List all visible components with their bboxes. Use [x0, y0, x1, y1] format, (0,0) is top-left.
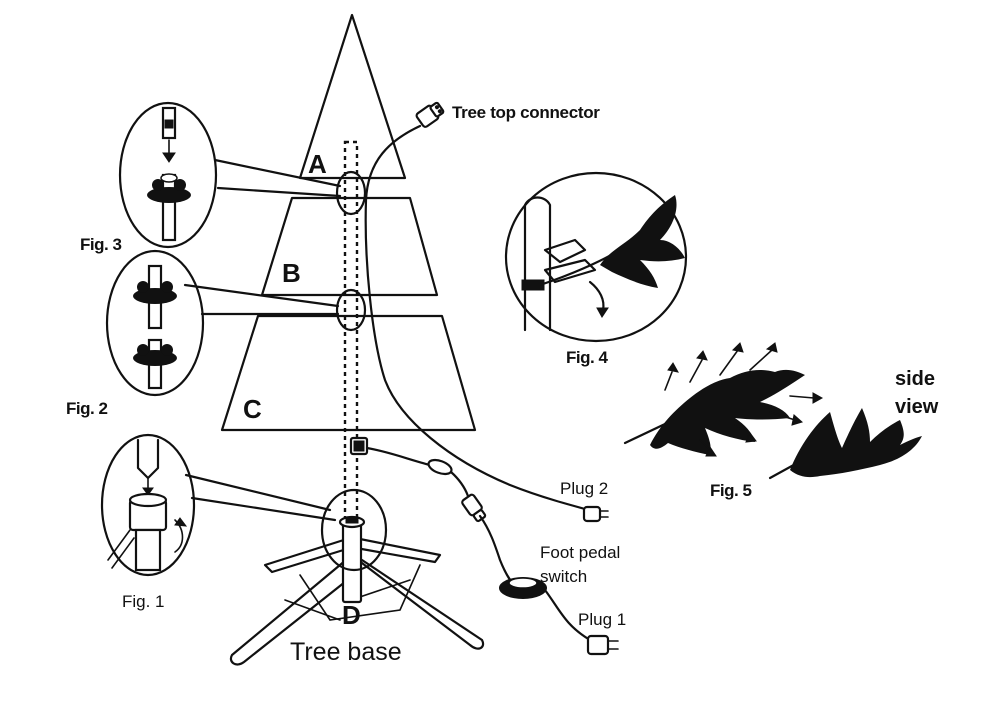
plug-1-icon[interactable] — [586, 634, 619, 656]
joint-circle-ab — [335, 170, 367, 216]
plug-1-label: Plug 1 — [578, 610, 626, 629]
tree-base-label: Tree base — [290, 638, 402, 666]
center-pole-dashed — [343, 140, 359, 529]
section-d-label: D — [342, 600, 361, 630]
side-view-label-line1: side — [895, 368, 935, 390]
section-c-label: C — [243, 394, 262, 424]
fig2-label: Fig. 2 — [66, 399, 107, 418]
fig1-inset — [100, 433, 337, 577]
tree-top-connector-label: Tree top connector — [452, 103, 600, 122]
fig4-label: Fig. 4 — [566, 348, 608, 367]
base-detail-circle — [320, 488, 388, 572]
side-view-label-line2: view — [895, 396, 939, 418]
fig5-label: Fig. 5 — [710, 481, 751, 500]
foot-pedal-label-line2: switch — [540, 567, 587, 586]
joint-circle-bc — [335, 288, 367, 332]
base-power-cord — [349, 436, 592, 642]
fig4-inset — [504, 171, 688, 343]
tree-section-a — [298, 13, 407, 180]
foot-pedal-label-line1: Foot pedal — [540, 543, 620, 562]
plug-2-icon[interactable] — [582, 505, 609, 523]
fig3-inset — [118, 101, 342, 249]
fig3-label: Fig. 3 — [80, 235, 121, 254]
tree-base-stand — [229, 515, 485, 666]
plug-2-label: Plug 2 — [560, 479, 608, 498]
fig5-branch-side — [768, 408, 922, 480]
tree-top-cord — [364, 101, 602, 515]
fig2-inset — [105, 249, 340, 397]
section-b-label: B — [282, 258, 301, 288]
fig5-arrows — [664, 342, 824, 457]
fig5-branch-front — [623, 369, 805, 455]
tree-section-c — [220, 314, 477, 432]
fig1-label: Fig. 1 — [122, 592, 165, 611]
section-a-label: A — [308, 149, 327, 179]
tree-section-b — [260, 196, 439, 297]
